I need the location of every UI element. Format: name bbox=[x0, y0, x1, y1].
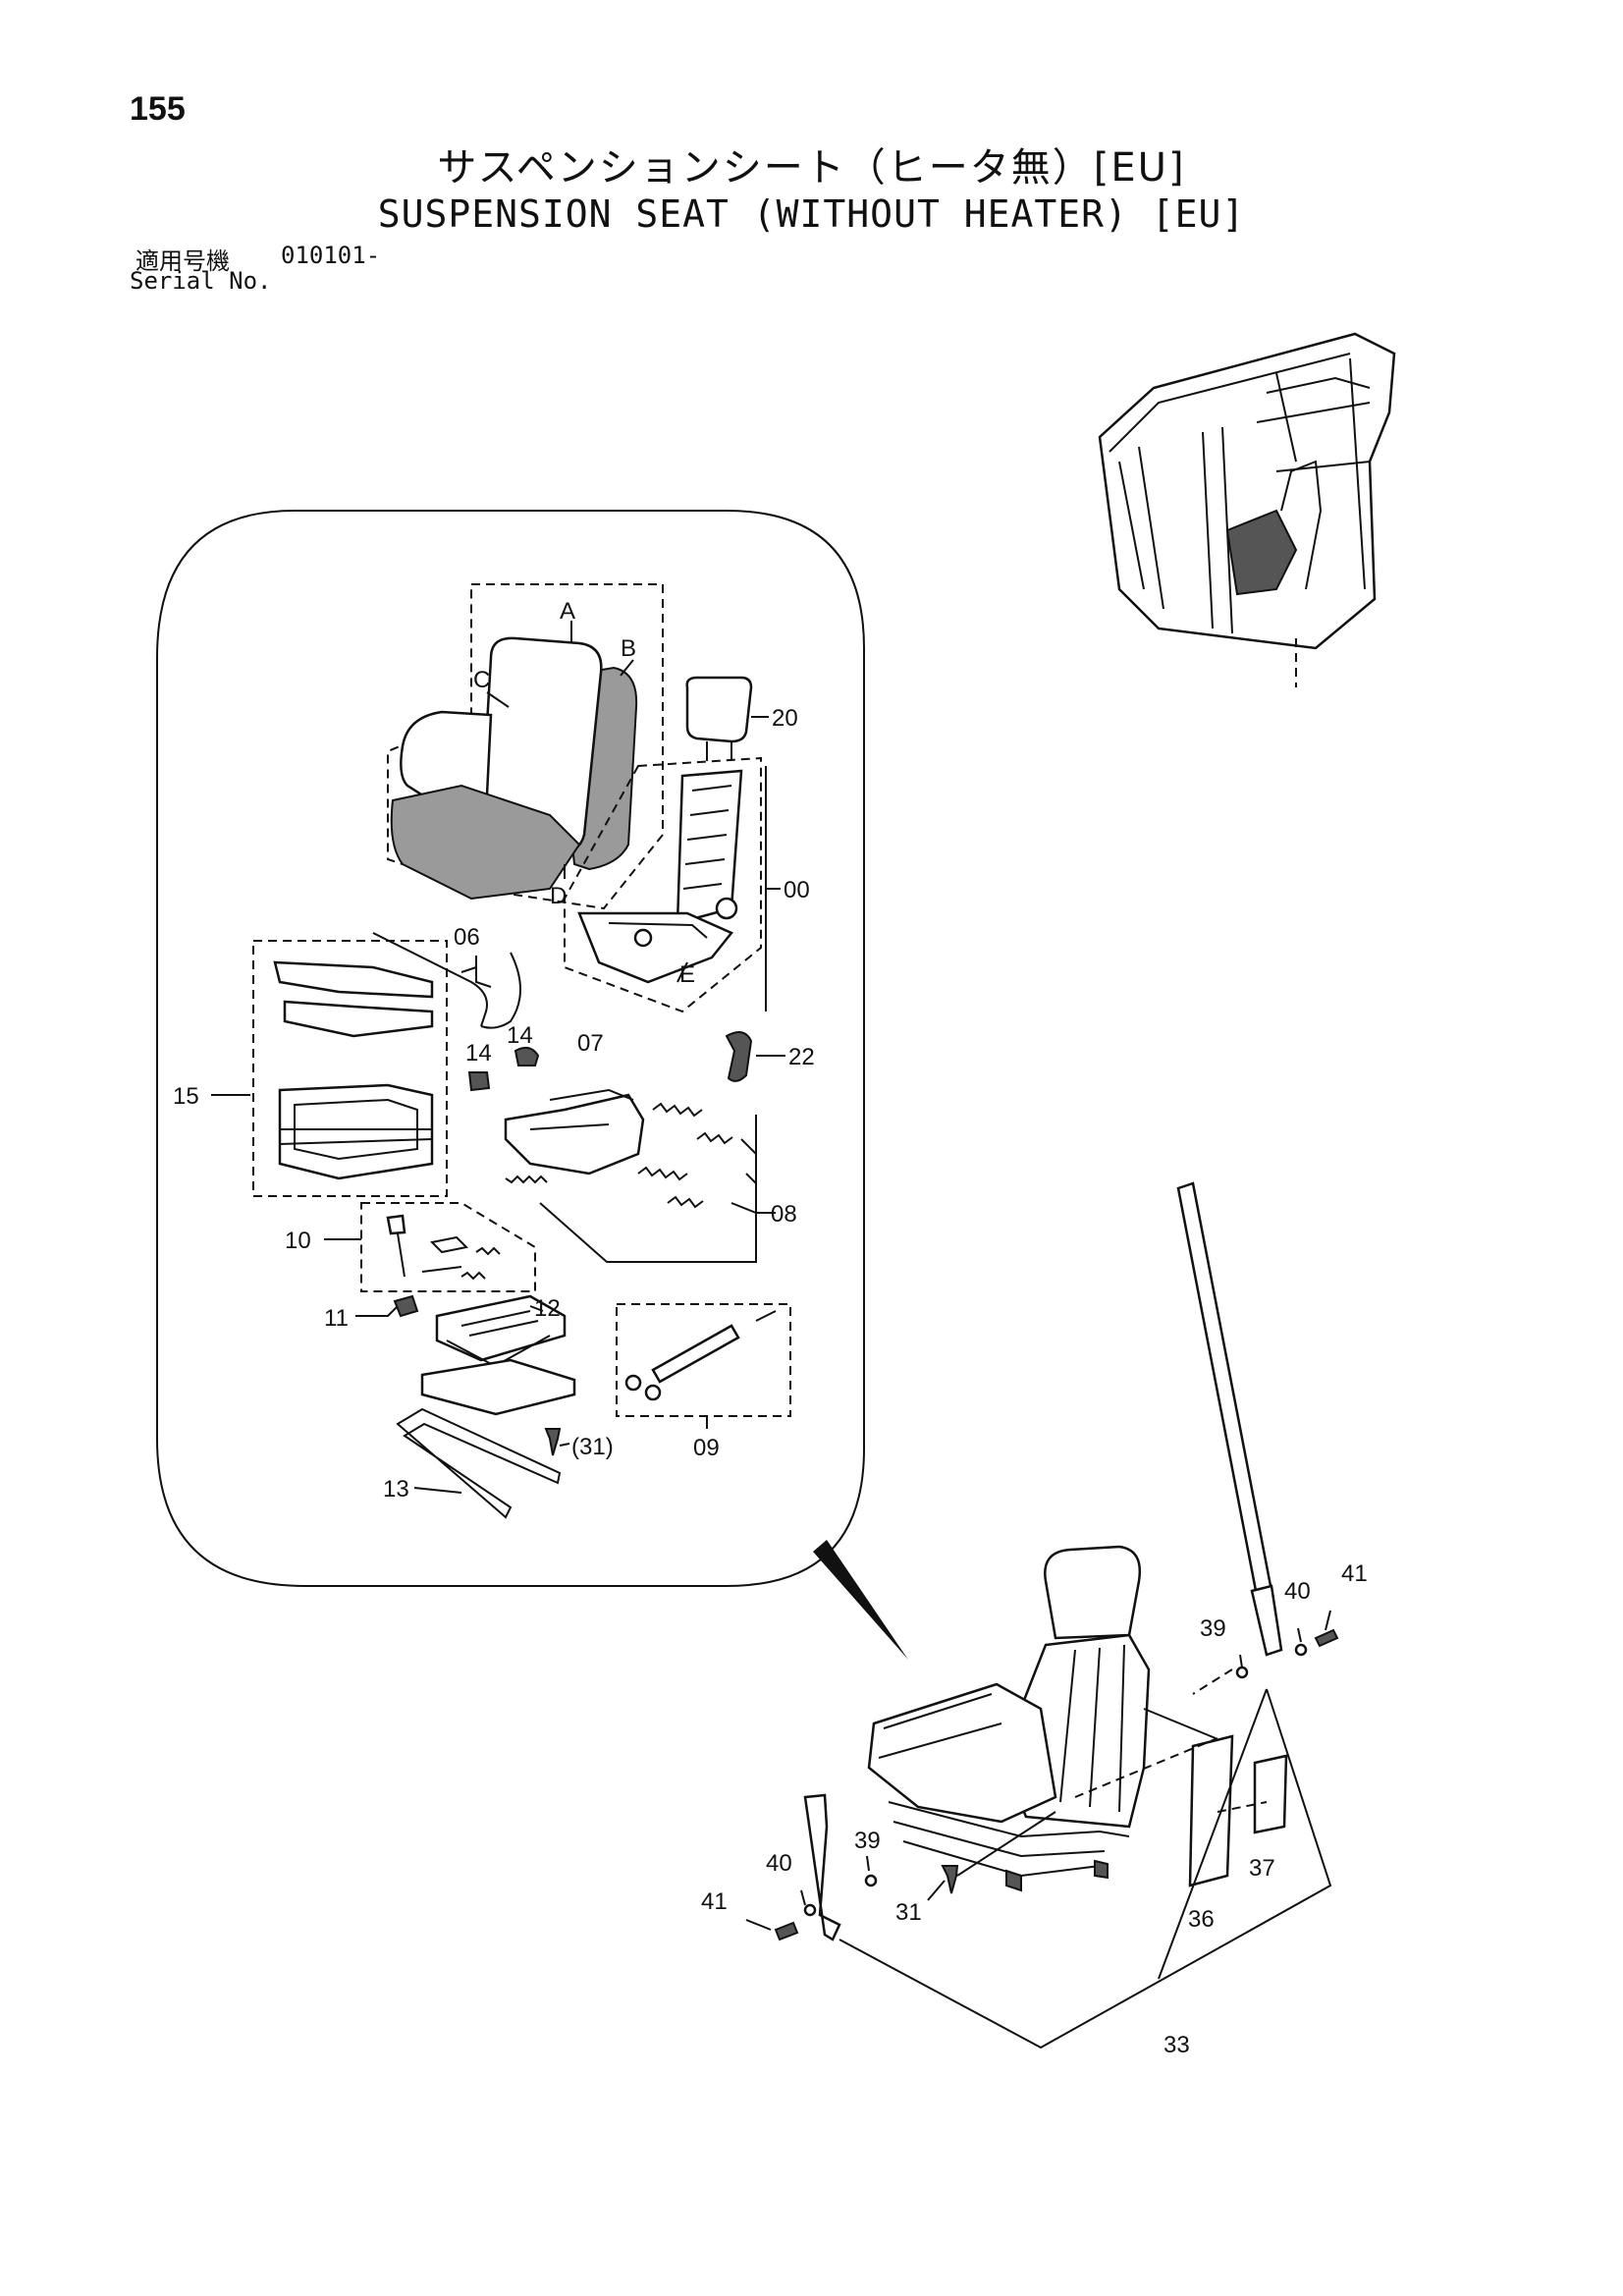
callout-A: A bbox=[560, 598, 575, 625]
headrest-part bbox=[685, 676, 753, 761]
lever-assembly-part bbox=[504, 1088, 645, 1175]
suspension-part bbox=[420, 1294, 576, 1416]
callout-labels: A B C D E 20 00 06 15 14 14 07 22 08 10 … bbox=[173, 598, 1368, 2058]
callout-B: B bbox=[621, 635, 636, 662]
seat-cushion-group bbox=[387, 583, 664, 910]
washer-part bbox=[1294, 1643, 1308, 1657]
callout-14-right: 14 bbox=[507, 1022, 533, 1049]
callout-40-right: 40 bbox=[1284, 1578, 1311, 1605]
callout-E: E bbox=[679, 961, 695, 988]
callout-15: 15 bbox=[173, 1083, 199, 1110]
main-seat-illustration bbox=[867, 1545, 1151, 1892]
callout-41-right: 41 bbox=[1341, 1560, 1368, 1587]
serial-label-japanese: 適用号機 bbox=[135, 247, 230, 275]
cab-overview-illustration bbox=[1098, 332, 1396, 687]
callout-31-ref: (31) bbox=[571, 1434, 614, 1460]
callout-12: 12 bbox=[534, 1295, 561, 1322]
callout-39-right: 39 bbox=[1200, 1615, 1226, 1642]
bracket-part bbox=[393, 1294, 419, 1318]
cover-plate-part bbox=[1253, 1754, 1288, 1834]
callout-10: 10 bbox=[285, 1228, 311, 1254]
washer-part bbox=[803, 1903, 817, 1917]
page-title-english: SUSPENSION SEAT (WITHOUT HEATER) [EU] bbox=[377, 192, 1246, 236]
bolt-part bbox=[544, 1428, 562, 1456]
bolt-part bbox=[774, 1921, 799, 1941]
callout-36: 36 bbox=[1188, 1906, 1215, 1933]
washer-part bbox=[864, 1874, 878, 1887]
callout-22: 22 bbox=[788, 1044, 815, 1070]
callout-06: 06 bbox=[454, 924, 480, 951]
callout-00: 00 bbox=[784, 877, 810, 903]
seat-frame-part bbox=[564, 756, 762, 1013]
callout-11: 11 bbox=[324, 1305, 349, 1332]
callout-41-left: 41 bbox=[701, 1888, 728, 1915]
callout-40-left: 40 bbox=[766, 1850, 792, 1877]
cable-part bbox=[372, 932, 521, 1029]
seatbelt-strap-part bbox=[1176, 1181, 1273, 1598]
page-title-japanese: サスペンションシート（ヒータ無）[EU] bbox=[437, 145, 1186, 191]
seatbelt-buckle-left bbox=[803, 1793, 841, 1941]
detail-callout-bubble bbox=[156, 510, 865, 1587]
serial-label-english: Serial No. bbox=[130, 267, 272, 295]
callout-pointer bbox=[813, 1540, 908, 1660]
callout-13: 13 bbox=[383, 1476, 409, 1503]
callout-07: 07 bbox=[577, 1030, 604, 1057]
callout-08: 08 bbox=[771, 1201, 797, 1228]
knob-part bbox=[467, 1071, 491, 1092]
callout-C: C bbox=[473, 667, 490, 693]
bolt-part bbox=[941, 1865, 959, 1894]
callout-31: 31 bbox=[895, 1899, 922, 1926]
clip-part bbox=[725, 1031, 753, 1082]
callout-37: 37 bbox=[1249, 1855, 1275, 1882]
seatbelt-buckle-right bbox=[1250, 1584, 1283, 1657]
knob-part bbox=[514, 1046, 540, 1066]
washer-part bbox=[1235, 1666, 1249, 1679]
callout-14-left: 14 bbox=[465, 1040, 492, 1066]
callout-D: D bbox=[550, 883, 567, 909]
callout-09: 09 bbox=[693, 1435, 720, 1461]
springs-part bbox=[505, 1102, 733, 1209]
side-cover-part bbox=[1188, 1734, 1234, 1887]
leader-lines bbox=[211, 621, 1332, 2050]
bolt-kit-part bbox=[360, 1202, 536, 1292]
bolt-part bbox=[1314, 1628, 1339, 1648]
shock-absorber-part bbox=[616, 1303, 791, 1417]
callout-39-left: 39 bbox=[854, 1828, 881, 1854]
callout-20: 20 bbox=[772, 705, 798, 732]
rail-kit-part bbox=[252, 940, 448, 1197]
handle-part bbox=[396, 1407, 562, 1519]
serial-number-value: 010101- bbox=[281, 242, 381, 269]
page-number: 155 bbox=[130, 90, 186, 128]
callout-33: 33 bbox=[1163, 2032, 1190, 2058]
